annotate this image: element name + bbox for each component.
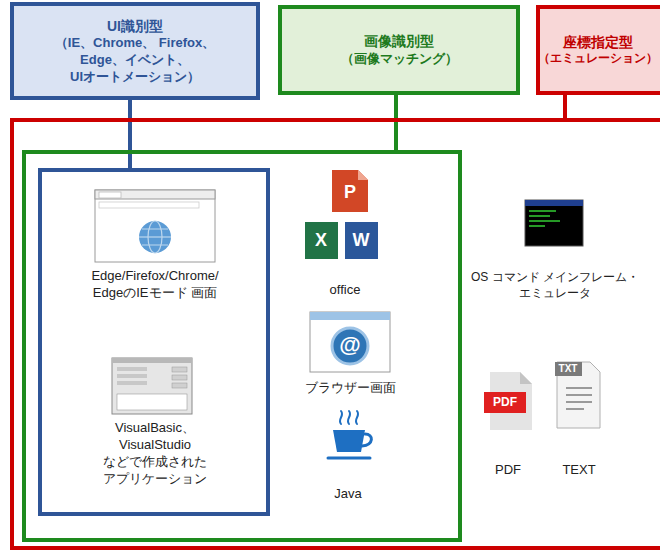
connector-line (563, 95, 567, 118)
icon-letter: PDF (493, 396, 517, 408)
icon-letter: @ (339, 334, 360, 356)
icon-caption: TEXT (549, 462, 609, 479)
icon-caption: OS コマンド メインフレーム・エミュレータ (467, 270, 643, 301)
icon-caption: office (305, 282, 385, 299)
category-header: UI識別型（IE、Chrome、 Firefox、Edge、イベント、 UIオー… (10, 2, 260, 100)
caption-holder: OS コマンド メインフレーム・エミュレータ (467, 270, 643, 301)
category-header: 画像識別型（画像マッチング） (278, 5, 520, 95)
text-file-icon (555, 362, 600, 428)
header-subtitle: （画像マッチング） (341, 51, 458, 68)
application-icon (112, 358, 192, 414)
icon-label-holder: W (336, 227, 386, 253)
office-icons (305, 170, 378, 259)
caption-holder: PDF (478, 462, 538, 479)
header-subtitle: （IE、Chrome、 Firefox、Edge、イベント、 UIオートメーショ… (48, 35, 223, 86)
icon-caption: VisualBasic、 VisualStudio などで作成された アプリケー… (98, 420, 213, 488)
caption-holder: ブラウザー画面 (285, 380, 415, 397)
icon-caption: ブラウザー画面 (285, 380, 415, 397)
pdf-icon (484, 372, 532, 430)
icon-caption: PDF (478, 462, 538, 479)
icon-caption: Edge/Firefox/Chrome/ EdgeのIEモード 画面 (80, 268, 230, 302)
browser-icon (310, 312, 390, 372)
caption-holder: Java (308, 486, 388, 503)
caption-holder: VisualBasic、 VisualStudio などで作成された アプリケー… (98, 420, 213, 488)
icon-label-holder: @ (325, 332, 375, 358)
category-header: 座標指定型（エミュレーション） (536, 5, 660, 95)
icon-label-holder: TXT (543, 356, 593, 382)
connector-line (394, 95, 398, 150)
java-icon (328, 411, 371, 458)
connector-line (128, 100, 132, 168)
terminal-icon (525, 200, 583, 246)
icon-letter: TXT (559, 364, 578, 374)
icon-letter: W (353, 231, 370, 249)
header-title: 座標指定型 (563, 33, 633, 51)
icon-letter: P (344, 183, 356, 201)
header-title: UI識別型 (107, 17, 163, 35)
header-title: 画像識別型 (364, 32, 434, 50)
icon-letter: X (315, 231, 327, 249)
caption-holder: TEXT (549, 462, 609, 479)
icon-label-holder: P (325, 179, 375, 205)
icon-label-holder: PDF (480, 389, 530, 415)
header-subtitle: （エミュレーション） (538, 51, 658, 67)
caption-holder: Edge/Firefox/Chrome/ EdgeのIEモード 画面 (80, 268, 230, 302)
caption-holder: office (305, 282, 385, 299)
browser-icon (95, 190, 215, 262)
icon-label-holder: X (296, 227, 346, 253)
icon-caption: Java (308, 486, 388, 503)
ui-region: Edge/Firefox/Chrome/ EdgeのIEモード 画面 Visual… (38, 168, 270, 516)
image-region: Edge/Firefox/Chrome/ EdgeのIEモード 画面 Visual… (22, 150, 462, 542)
coordinate-region: Edge/Firefox/Chrome/ EdgeのIEモード 画面 Visual… (10, 118, 660, 550)
